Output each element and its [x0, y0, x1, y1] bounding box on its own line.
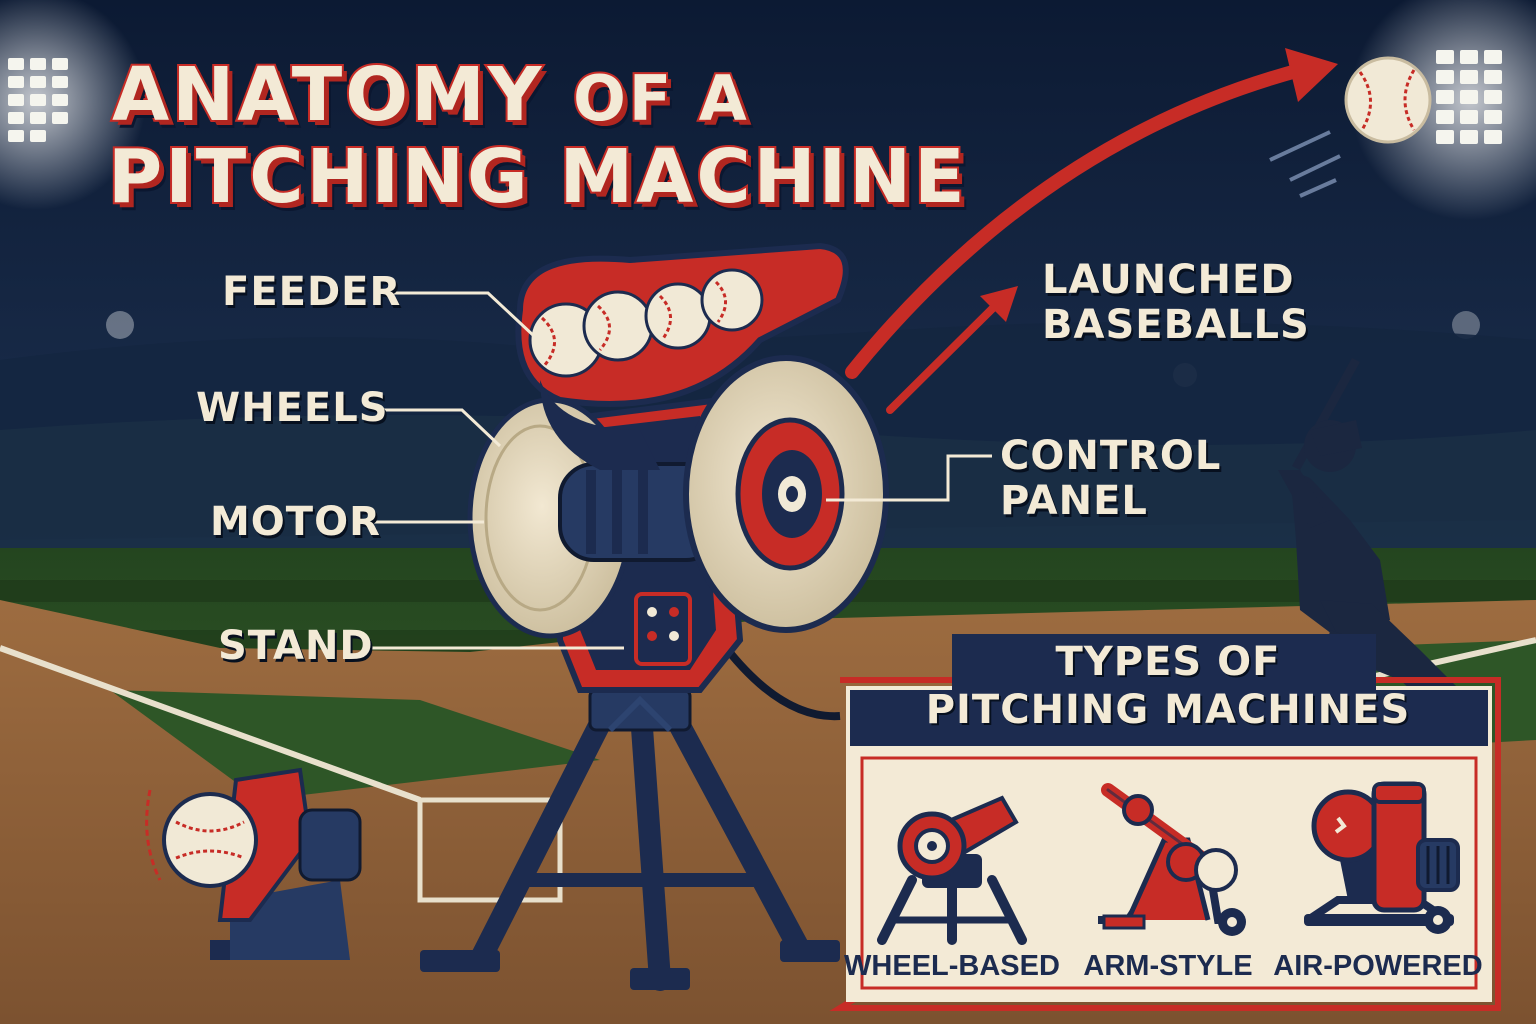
callout-wheels: WHEELS [196, 385, 389, 431]
leader-line-wheels [372, 408, 502, 448]
page-title-line-2: PITCHING MACHINE [106, 134, 968, 220]
type-label-wheel-based: WHEEL-BASED [844, 950, 1060, 982]
baseball-icon [700, 268, 764, 332]
callout-line: LAUNCHED [1042, 257, 1295, 303]
infield-grass [110, 690, 600, 800]
callout-line: CONTROL [1000, 433, 1222, 479]
callout-line: BASEBALLS [1042, 301, 1310, 348]
callout-launched-baseballs: LAUNCHED BASEBALLS [1042, 258, 1310, 348]
title-word: ANATOMY [110, 52, 545, 138]
launch-arrow-main [845, 48, 1338, 379]
arm-style-machine-icon [1098, 783, 1246, 936]
leader-line-control-panel [826, 454, 992, 502]
types-panel-title: TYPES OF PITCHING MACHINES [848, 638, 1488, 734]
type-item-wheel-based: WHEEL-BASED [844, 770, 1060, 992]
launch-arrow-secondary [886, 286, 1018, 414]
air-powered-machine-icon [1304, 781, 1460, 934]
callout-control-panel: CONTROL PANEL [1000, 434, 1221, 524]
feeder [515, 242, 849, 470]
mini-pitching-machine-icon [145, 767, 362, 960]
baseball-icon [1344, 56, 1432, 144]
leader-lines [366, 291, 992, 650]
types-title-line: TYPES OF [1055, 639, 1281, 685]
callout-line: PANEL [1000, 477, 1148, 524]
baseball-icon [582, 290, 654, 362]
stand [420, 688, 840, 991]
power-cable [716, 637, 841, 721]
type-item-arm-style: ARM-STYLE [1068, 770, 1268, 992]
stadium-light-right [1350, 0, 1536, 220]
type-label-arm-style: ARM-STYLE [1083, 950, 1253, 982]
baseball-icon [644, 282, 712, 350]
wheel-front [683, 355, 889, 633]
type-label-air-powered: AIR-POWERED [1273, 950, 1483, 982]
stadium-light-left [0, 0, 146, 210]
type-item-air-powered: AIR-POWERED [1273, 770, 1483, 992]
callout-motor: MOTOR [210, 499, 381, 545]
title-word: OF A [571, 62, 750, 135]
motion-lines [1269, 130, 1341, 198]
distant-light [106, 311, 134, 339]
callout-stand: STAND [218, 623, 374, 669]
distant-light [1452, 311, 1480, 339]
types-title-line: PITCHING MACHINES [925, 687, 1411, 733]
callout-feeder: FEEDER [222, 269, 402, 315]
leader-line-feeder [388, 291, 536, 338]
wheel-based-machine-icon [877, 795, 1027, 945]
page-title-line-1: ANATOMY OF A [110, 56, 750, 135]
control-box [634, 592, 692, 666]
